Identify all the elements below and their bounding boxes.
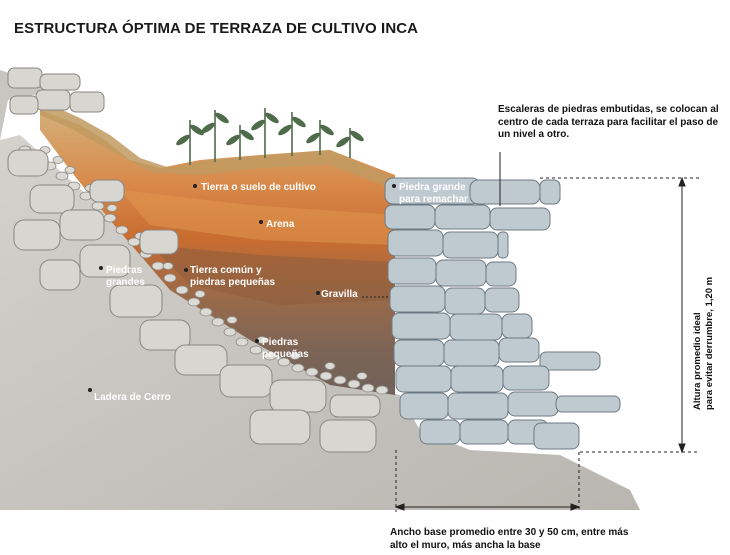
label-tierra-cultivo: Tierra o suelo de cultivo xyxy=(201,182,316,193)
label-dots xyxy=(88,184,396,392)
plant-leaves xyxy=(176,112,364,148)
annotation-escaleras: Escaleras de piedras embutidas, se coloc… xyxy=(498,104,719,140)
label-arena: Arena xyxy=(266,219,295,230)
brown-band xyxy=(150,245,395,305)
label-piedra-remachar-2: para remachar xyxy=(399,194,468,205)
label-ladera: Ladera de Cerro xyxy=(94,392,171,403)
label-gravilla: Gravilla xyxy=(321,289,358,300)
label-tierra-comun-2: piedras pequeñas xyxy=(190,277,275,288)
label-piedras-grandes-2: grandes xyxy=(106,277,145,288)
label-piedra-remachar-1: Piedra grande xyxy=(399,182,466,193)
stone-wall xyxy=(384,177,621,450)
label-piedras-grandes-1: Piedras xyxy=(106,265,143,276)
annotation-ancho-base: Ancho base promedio entre 30 y 50 cm, en… xyxy=(390,527,629,551)
sand-band xyxy=(120,190,395,245)
large-stones xyxy=(7,67,381,453)
label-piedras-pequenas-1: Piedras xyxy=(262,337,299,348)
soil-top-strip xyxy=(40,100,395,190)
label-tierra-comun-1: Tierra común y xyxy=(190,265,262,276)
altura-line-2: para evitar derrumbre, 1,20 m xyxy=(704,277,715,410)
label-piedras-pequenas-2: pequeñas xyxy=(262,349,309,360)
width-dimension xyxy=(394,450,581,512)
page-title: ESTRUCTURA ÓPTIMA DE TERRAZA DE CULTIVO … xyxy=(14,20,419,37)
hillside-slope xyxy=(0,135,640,510)
plants xyxy=(189,108,351,165)
height-dimension xyxy=(540,176,700,454)
altura-line-1: Altura promedio ideal xyxy=(692,312,703,410)
